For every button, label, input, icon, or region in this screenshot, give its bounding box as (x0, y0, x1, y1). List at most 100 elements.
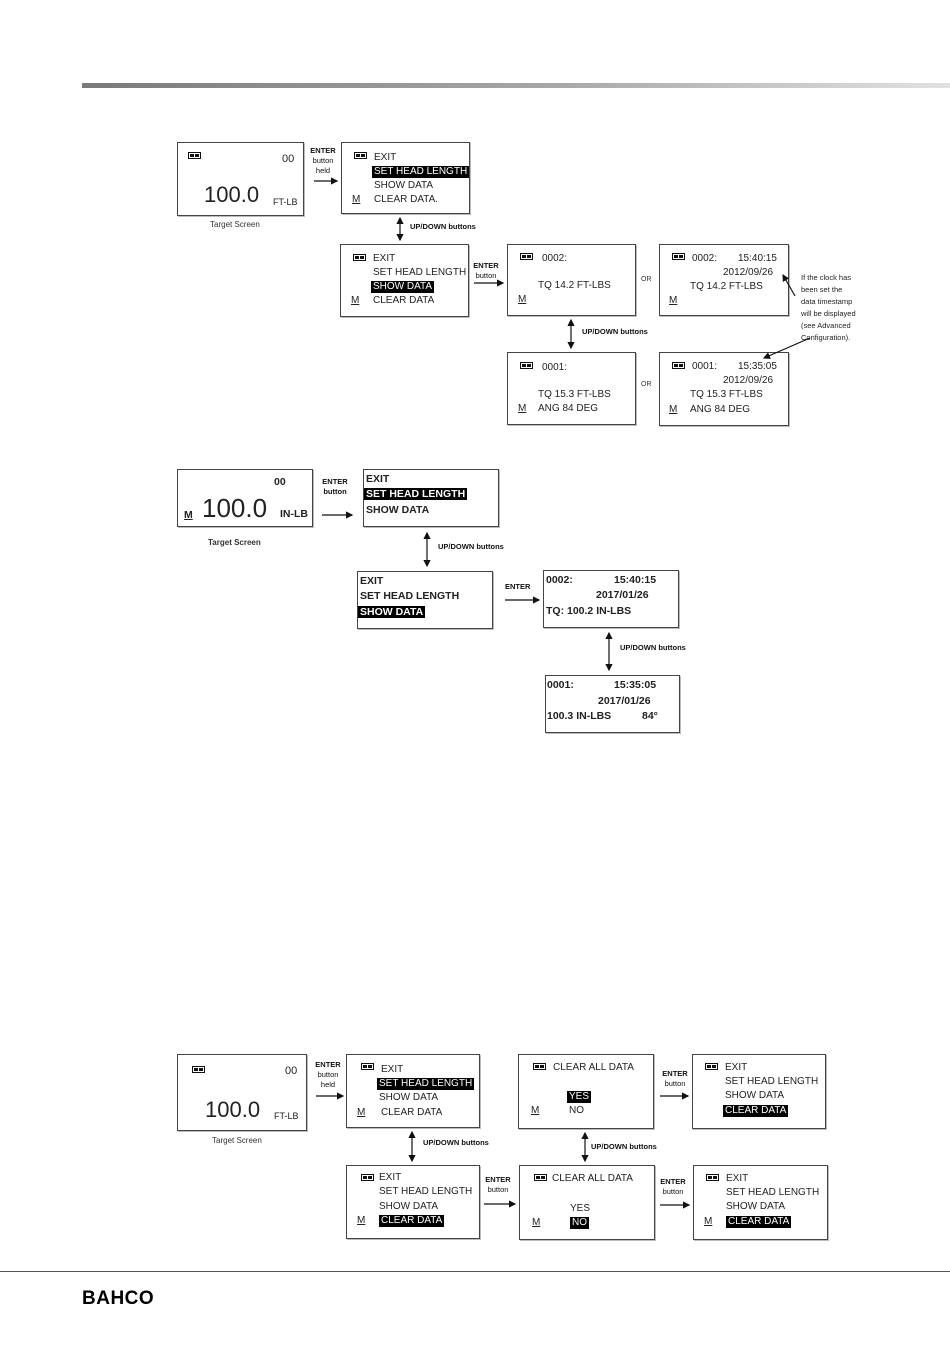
battery-icon (534, 1174, 547, 1181)
battery-icon (361, 1063, 374, 1070)
menu-exit: EXIT (373, 253, 396, 264)
enter-label: ENTER (505, 582, 531, 591)
m-indicator: M (352, 194, 361, 205)
menu-set-head-length: SET HEAD LENGTH (360, 590, 460, 602)
updown-label: UP/DOWN buttons (582, 327, 648, 336)
torque-unit: IN-LB (280, 508, 308, 520)
header-rule (82, 83, 950, 88)
target-screen: 00 100.0 FT-LB (177, 142, 304, 216)
record-angle: ANG 84 DEG (690, 404, 751, 415)
menu-screen: EXIT SET HEAD LENGTH SHOW DATA (363, 469, 499, 527)
battery-icon (520, 253, 533, 260)
menu-show-data: SHOW DATA (726, 1201, 786, 1212)
menu-exit: EXIT (379, 1172, 402, 1183)
menu-screen-show-data: EXIT SET HEAD LENGTH SHOW DATA M CLEAR D… (340, 244, 469, 317)
m-indicator: M (351, 295, 360, 306)
record-torque: TQ: 100.2 IN-LBS (546, 605, 632, 617)
updown-label: UP/DOWN buttons (438, 542, 504, 551)
record-0002-timestamp: 0002: 15:40:15 2012/09/26 TQ 14.2 FT-LBS… (659, 244, 789, 316)
m-indicator: M (669, 404, 678, 415)
updown-label: UP/DOWN buttons (620, 643, 686, 652)
m-indicator: M (531, 1105, 540, 1116)
record-torque: TQ 15.3 FT-LBS (538, 389, 611, 400)
menu-exit: EXIT (381, 1064, 404, 1075)
menu-clear-data: CLEAR DATA (381, 1107, 443, 1118)
menu-clear-data: CLEAR DATA (726, 1216, 792, 1228)
record-time: 15:35:05 (738, 361, 777, 372)
note-pointer (782, 273, 796, 297)
menu-screen: EXIT SET HEAD LENGTH SHOW DATA M CLEAR D… (341, 142, 470, 214)
confirm-title: CLEAR ALL DATA (552, 1173, 633, 1184)
record-torque: TQ 14.2 FT-LBS (690, 281, 763, 292)
record-id: 0001: (547, 679, 574, 691)
torque-unit: FT-LB (274, 1111, 299, 1121)
option-yes: YES (567, 1091, 592, 1103)
updown-label: UP/DOWN buttons (410, 222, 476, 231)
m-indicator: M (704, 1216, 713, 1227)
menu-clear-data: CLEAR DATA (379, 1215, 445, 1227)
option-no: NO (569, 1105, 584, 1116)
menu-set-head-length: SET HEAD LENGTH (379, 1186, 473, 1197)
menu-show-data: SHOW DATA (379, 1092, 439, 1103)
battery-icon (672, 362, 685, 369)
menu-exit: EXIT (726, 1173, 749, 1184)
record-date: 2012/09/26 (723, 267, 774, 278)
record-0002: 0002: 15:40:15 2017/01/26 TQ: 100.2 IN-L… (543, 570, 679, 628)
menu-exit: EXIT (366, 473, 390, 485)
m-indicator: M (357, 1215, 366, 1226)
menu-show-data: SHOW DATA (374, 180, 434, 191)
battery-icon (672, 253, 685, 260)
torque-value: 100.0 (202, 493, 268, 523)
record-id: 0002: (542, 253, 568, 264)
record-id: 0002: (692, 253, 718, 264)
count: 00 (274, 476, 286, 488)
target-screen: 00 100.0 FT-LB (177, 1054, 307, 1131)
record-id: 0001: (692, 361, 718, 372)
record-time: 15:40:15 (738, 253, 777, 264)
menu-show-data: SHOW DATA (725, 1090, 785, 1101)
m-indicator: M (184, 509, 193, 521)
battery-icon (361, 1174, 374, 1181)
record-torque: TQ 15.3 FT-LBS (690, 389, 763, 400)
menu-set-head-length: SET HEAD LENGTH (377, 1078, 475, 1090)
torque-value: 100.0 (204, 182, 260, 207)
battery-icon (520, 362, 533, 369)
torque-unit: FT-LB (273, 197, 298, 207)
battery-icon (354, 152, 367, 159)
count: 00 (282, 153, 295, 165)
m-indicator: M (669, 295, 678, 306)
battery-icon (188, 152, 201, 159)
menu-screen-clear-data: EXIT SET HEAD LENGTH SHOW DATA M CLEAR D… (346, 1165, 480, 1239)
menu-clear-data: CLEAR DATA. (374, 194, 439, 205)
bahco-logo: BAHCO (82, 1288, 155, 1309)
record-angle: ANG 84 DEG (538, 403, 599, 414)
record-angle: 84° (642, 710, 658, 722)
or-label: OR (641, 276, 652, 283)
menu-clear-data: CLEAR DATA (723, 1105, 789, 1117)
updown-label: UP/DOWN buttons (591, 1142, 657, 1151)
count: 00 (285, 1065, 298, 1077)
m-indicator: M (518, 294, 527, 305)
menu-set-head-length: SET HEAD LENGTH (725, 1076, 819, 1087)
menu-set-head-length: SET HEAD LENGTH (373, 267, 467, 278)
record-date: 2017/01/26 (598, 695, 651, 707)
menu-exit: EXIT (360, 575, 384, 587)
menu-set-head-length: SET HEAD LENGTH (364, 488, 468, 500)
target-screen: 00 M 100.0 IN-LB (177, 469, 313, 527)
confirm-screen-no: CLEAR ALL DATA YES M NO (519, 1165, 655, 1240)
record-torque: 100.3 IN-LBS (547, 710, 612, 722)
footer-rule (0, 1271, 950, 1272)
battery-icon (705, 1063, 718, 1070)
confirm-screen-yes: CLEAR ALL DATA YES M NO (518, 1054, 654, 1129)
menu-exit: EXIT (374, 152, 397, 163)
option-no: NO (570, 1217, 589, 1229)
record-time: 15:40:15 (614, 574, 657, 586)
